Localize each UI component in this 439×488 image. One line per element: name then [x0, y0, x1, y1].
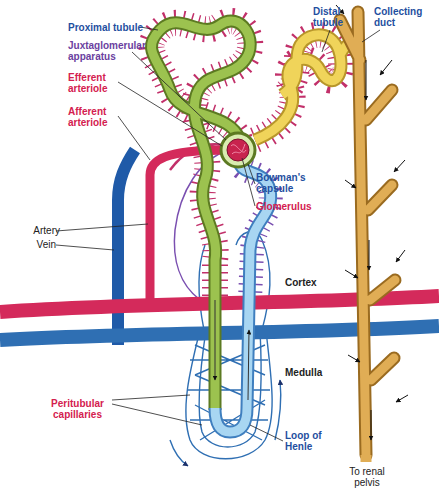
- part-label: Glomerulus: [256, 201, 326, 212]
- part-label: Distal tubule: [313, 6, 353, 28]
- part-label: Peritubular capillaries: [40, 398, 115, 420]
- part-label: Loop of Henle: [285, 430, 335, 452]
- proximal-tubule: [151, 21, 250, 410]
- part-label: Bowman's capsule: [256, 172, 326, 194]
- part-label: Artery: [20, 225, 60, 236]
- part-label: Afferent arteriole: [68, 106, 123, 128]
- collecting-duct: [336, 5, 408, 462]
- distal-tubule: [255, 35, 360, 140]
- part-label: Juxtaglomerular apparatus: [68, 40, 148, 62]
- glomerulus-capsule: [221, 133, 255, 167]
- part-label: To renal pelvis: [336, 466, 398, 488]
- part-label: Proximal tubule: [68, 22, 148, 33]
- part-label: Efferent arteriole: [68, 72, 123, 94]
- part-label: Medulla: [285, 367, 345, 378]
- leader-lines: [56, 27, 380, 441]
- part-label: Cortex: [285, 277, 345, 288]
- part-label: Collecting duct: [374, 6, 434, 28]
- part-label: Vein: [20, 239, 56, 250]
